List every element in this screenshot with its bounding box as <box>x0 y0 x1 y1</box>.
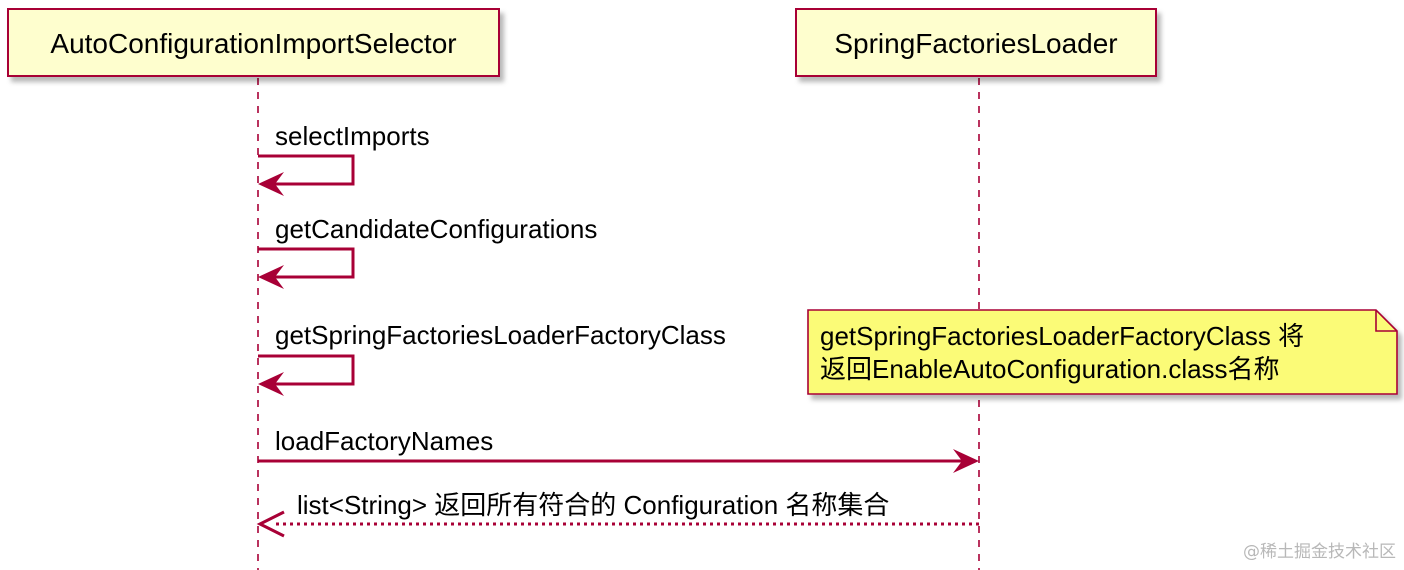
participant-loader-label: SpringFactoriesLoader <box>834 28 1117 59</box>
note-line-2: 返回EnableAutoConfiguration.class名称 <box>820 354 1280 384</box>
message-select-imports: selectImports <box>258 121 430 196</box>
arrowhead <box>256 510 285 538</box>
note-line-1: getSpringFactoriesLoaderFactoryClass 将 <box>820 321 1304 351</box>
message-get-spring-factories-loader-factory-class: getSpringFactoriesLoaderFactoryClass <box>258 320 726 396</box>
arrowhead <box>258 372 284 396</box>
arrowhead <box>258 172 284 196</box>
message-get-spring-factories-loader-factory-class-label: getSpringFactoriesLoaderFactoryClass <box>275 320 726 350</box>
participant-loader: SpringFactoriesLoader <box>795 8 1157 77</box>
message-return-list-label: list<String> 返回所有符合的 Configuration 名称集合 <box>297 490 889 520</box>
arrowhead <box>258 265 284 289</box>
message-return-list: list<String> 返回所有符合的 Configuration 名称集合 <box>256 490 979 538</box>
participant-selector: AutoConfigurationImportSelector <box>7 8 500 77</box>
participant-selector-label: AutoConfigurationImportSelector <box>50 28 456 59</box>
message-select-imports-label: selectImports <box>275 121 430 151</box>
message-get-candidate-configurations: getCandidateConfigurations <box>258 214 597 289</box>
message-get-candidate-configurations-label: getCandidateConfigurations <box>275 214 597 244</box>
arrowhead <box>953 449 979 473</box>
watermark: @稀土掘金技术社区 <box>1243 542 1396 562</box>
message-load-factory-names-label: loadFactoryNames <box>275 426 493 456</box>
note: getSpringFactoriesLoaderFactoryClass 将 返… <box>807 309 1398 395</box>
message-load-factory-names: loadFactoryNames <box>258 426 979 473</box>
